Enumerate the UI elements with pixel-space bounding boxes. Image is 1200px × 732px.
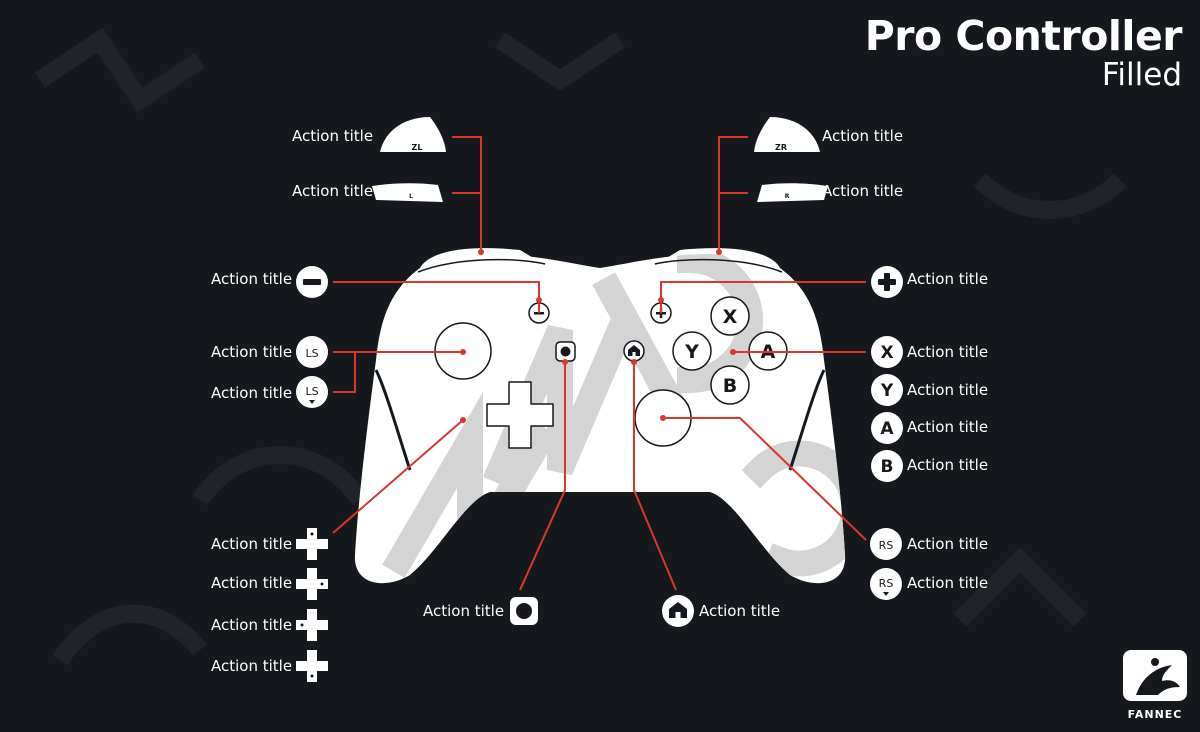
- dpad[interactable]: [486, 381, 554, 449]
- ls-down-icon-text: LS: [305, 385, 318, 398]
- label-x: Action title: [907, 343, 989, 361]
- label-plus: Action title: [907, 270, 989, 288]
- rs-down-icon: RS: [870, 568, 902, 600]
- dpad-right-icon: [296, 568, 328, 600]
- label-zr: Action title: [822, 127, 904, 145]
- ls-press-icon: LS: [296, 336, 328, 368]
- b-button[interactable]: B: [710, 365, 750, 405]
- label-ls-press: Action title: [211, 343, 293, 361]
- label-zl: Action title: [292, 127, 374, 145]
- label-l: Action title: [292, 182, 374, 200]
- y-icon-text: Y: [880, 381, 894, 401]
- controller-body: [354, 254, 846, 584]
- b-icon-text: B: [881, 457, 894, 477]
- x-icon: X: [871, 336, 903, 368]
- x-icon-text: X: [880, 343, 893, 363]
- label-a: Action title: [907, 418, 989, 436]
- page-title: Pro Controller Filled: [864, 10, 1183, 93]
- rs-press-icon-text: RS: [879, 539, 894, 552]
- label-ls-down: Action title: [211, 384, 293, 402]
- minus-icon: [296, 266, 328, 298]
- l-icon: L: [372, 183, 443, 202]
- l-icon-text: L: [409, 193, 413, 200]
- label-rs-down: Action title: [907, 574, 989, 592]
- zl-icon-text: ZL: [412, 143, 423, 152]
- y-icon: Y: [871, 374, 903, 406]
- label-capture: Action title: [423, 602, 505, 620]
- dpad-left-icon: [296, 609, 328, 641]
- label-minus: Action title: [211, 270, 293, 288]
- ls-down-icon: LS: [296, 376, 328, 408]
- rs-press-icon: RS: [870, 528, 902, 560]
- zr-icon: ZR: [754, 117, 820, 152]
- home-icon: [662, 595, 694, 627]
- capture-button[interactable]: [555, 341, 576, 362]
- plus-icon: [871, 266, 903, 298]
- label-rs-press: Action title: [907, 535, 989, 553]
- a-icon: A: [871, 412, 903, 444]
- label-dpad-left: Action title: [211, 616, 293, 634]
- home-button[interactable]: [623, 340, 645, 362]
- a-icon-text: A: [880, 419, 894, 439]
- zl-icon: ZL: [380, 117, 446, 152]
- label-r: Action title: [822, 182, 904, 200]
- r-icon-text: R: [785, 193, 790, 200]
- label-home: Action title: [699, 602, 781, 620]
- brand-name: FANNEC: [1127, 708, 1183, 721]
- page-subtitle: Filled: [1101, 57, 1182, 93]
- page-title-main: Pro Controller: [864, 12, 1183, 60]
- label-dpad-right: Action title: [211, 574, 293, 592]
- label-b: Action title: [907, 456, 989, 474]
- r-icon: R: [757, 183, 828, 202]
- brand: FANNEC: [1124, 648, 1186, 721]
- label-dpad-down: Action title: [211, 657, 293, 675]
- dpad-down-icon: [296, 650, 328, 682]
- zr-icon-text: ZR: [775, 143, 787, 152]
- y-button[interactable]: Y: [672, 331, 712, 371]
- dpad-up-icon: [296, 528, 328, 560]
- callout-dots: [460, 249, 736, 423]
- ls-press-icon-text: LS: [305, 347, 318, 360]
- y-button-glyph: Y: [684, 341, 699, 363]
- background-pattern: [35, 27, 1127, 666]
- x-button[interactable]: X: [710, 296, 750, 336]
- x-button-glyph: X: [723, 306, 738, 328]
- rs-down-icon-text: RS: [879, 577, 894, 590]
- brand-logo-icon: [1123, 650, 1187, 701]
- capture-icon: [510, 597, 538, 625]
- b-icon: B: [871, 450, 903, 482]
- b-button-glyph: B: [723, 375, 737, 397]
- label-dpad-up: Action title: [211, 535, 293, 553]
- label-y: Action title: [907, 381, 989, 399]
